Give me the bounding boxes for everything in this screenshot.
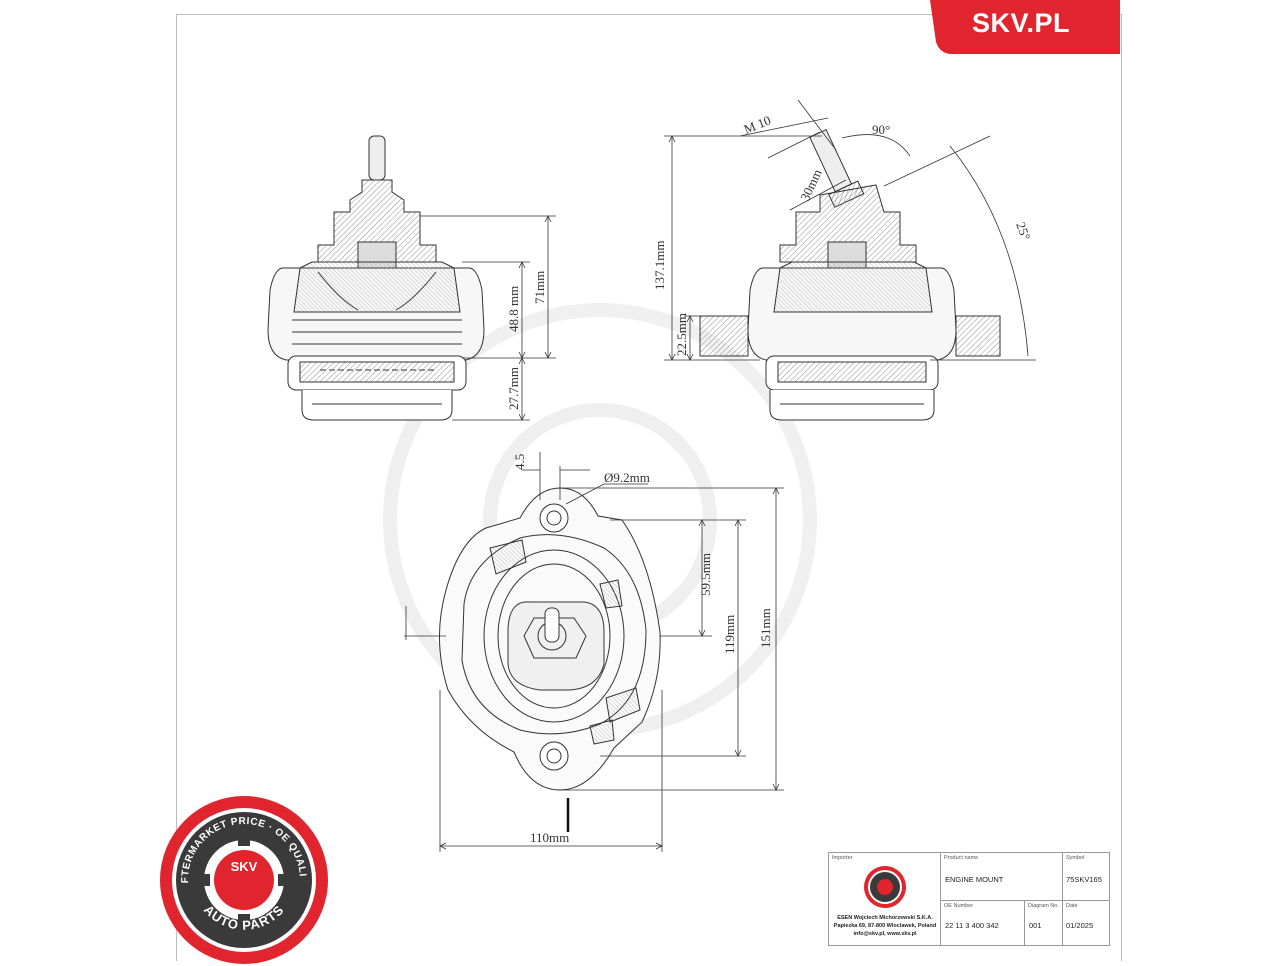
dims-top: [404, 452, 784, 852]
oe-cell: OE Number 22 11 3 400 342: [941, 901, 1025, 945]
importer-label: Importer: [832, 855, 853, 861]
dim-48-8mm: 48.8 mm: [506, 286, 521, 332]
brand-logo-text: SKV.PL: [972, 8, 1071, 38]
symbol-label: Symbol: [1066, 855, 1085, 861]
dim-4-5: 4.5: [512, 454, 527, 470]
symbol-value: 75SKV165: [1066, 875, 1102, 884]
side-view-left: [267, 135, 485, 421]
diagram-cell: Diagram No. 001: [1025, 901, 1063, 945]
diagram-value: 001: [1029, 921, 1042, 930]
seal-center-text: SKV: [230, 859, 258, 874]
oe-label: OE Number: [944, 903, 974, 909]
dims-left: [420, 215, 556, 421]
dim-27-7mm: 27.7mm: [506, 367, 521, 410]
dim-22-5mm: 22.5mm: [674, 313, 689, 356]
dim-71mm: 71mm: [532, 271, 547, 304]
dim-119mm: 119mm: [722, 615, 737, 654]
importer-line-2: Papiezka 69, 87-800 Wloclawek, Poland: [833, 923, 937, 929]
product-value: ENGINE MOUNT: [945, 875, 1004, 884]
dim-25deg: 25°: [1013, 220, 1033, 242]
date-value: 01/2025: [1066, 921, 1094, 930]
side-view-right: [699, 128, 1001, 421]
dim-hole-diameter: Ø9.2mm: [604, 470, 650, 485]
diagram-label: Diagram No.: [1028, 903, 1059, 909]
oe-value: 22 11 3 400 342: [945, 921, 999, 930]
product-label: Product name: [944, 855, 979, 861]
importer-cell: Importer ESEN Wojciech Michorzewski S.K.…: [829, 853, 941, 945]
drawing-frame: [176, 14, 1122, 961]
dim-90deg: 90°: [872, 122, 890, 137]
dim-110mm: 110mm: [530, 830, 569, 845]
symbol-cell: Symbol 75SKV165: [1063, 853, 1109, 901]
date-label: Date: [1066, 903, 1078, 909]
dim-59-5mm: 59.5mm: [698, 553, 713, 596]
importer-logo: [864, 866, 906, 908]
dim-m10: M 10: [742, 112, 773, 136]
importer-line-1: ESEN Wojciech Michorzewski S.K.A.: [837, 915, 933, 921]
importer-line-3: info@skv.pl, www.skv.pl: [853, 931, 917, 937]
brand-badge: [930, 0, 1120, 54]
quality-seal: AFTERMARKET PRICE · OE QUALITY AUTO PART…: [158, 794, 328, 964]
title-block: Importer ESEN Wojciech Michorzewski S.K.…: [828, 852, 1110, 946]
top-view: [438, 487, 661, 791]
dim-137-1mm: 137.1mm: [652, 241, 667, 290]
dim-151mm: 151mm: [758, 608, 773, 648]
product-cell: Product name ENGINE MOUNT: [941, 853, 1063, 901]
date-cell: Date 01/2025: [1063, 901, 1109, 945]
dims-right: [664, 99, 1036, 361]
